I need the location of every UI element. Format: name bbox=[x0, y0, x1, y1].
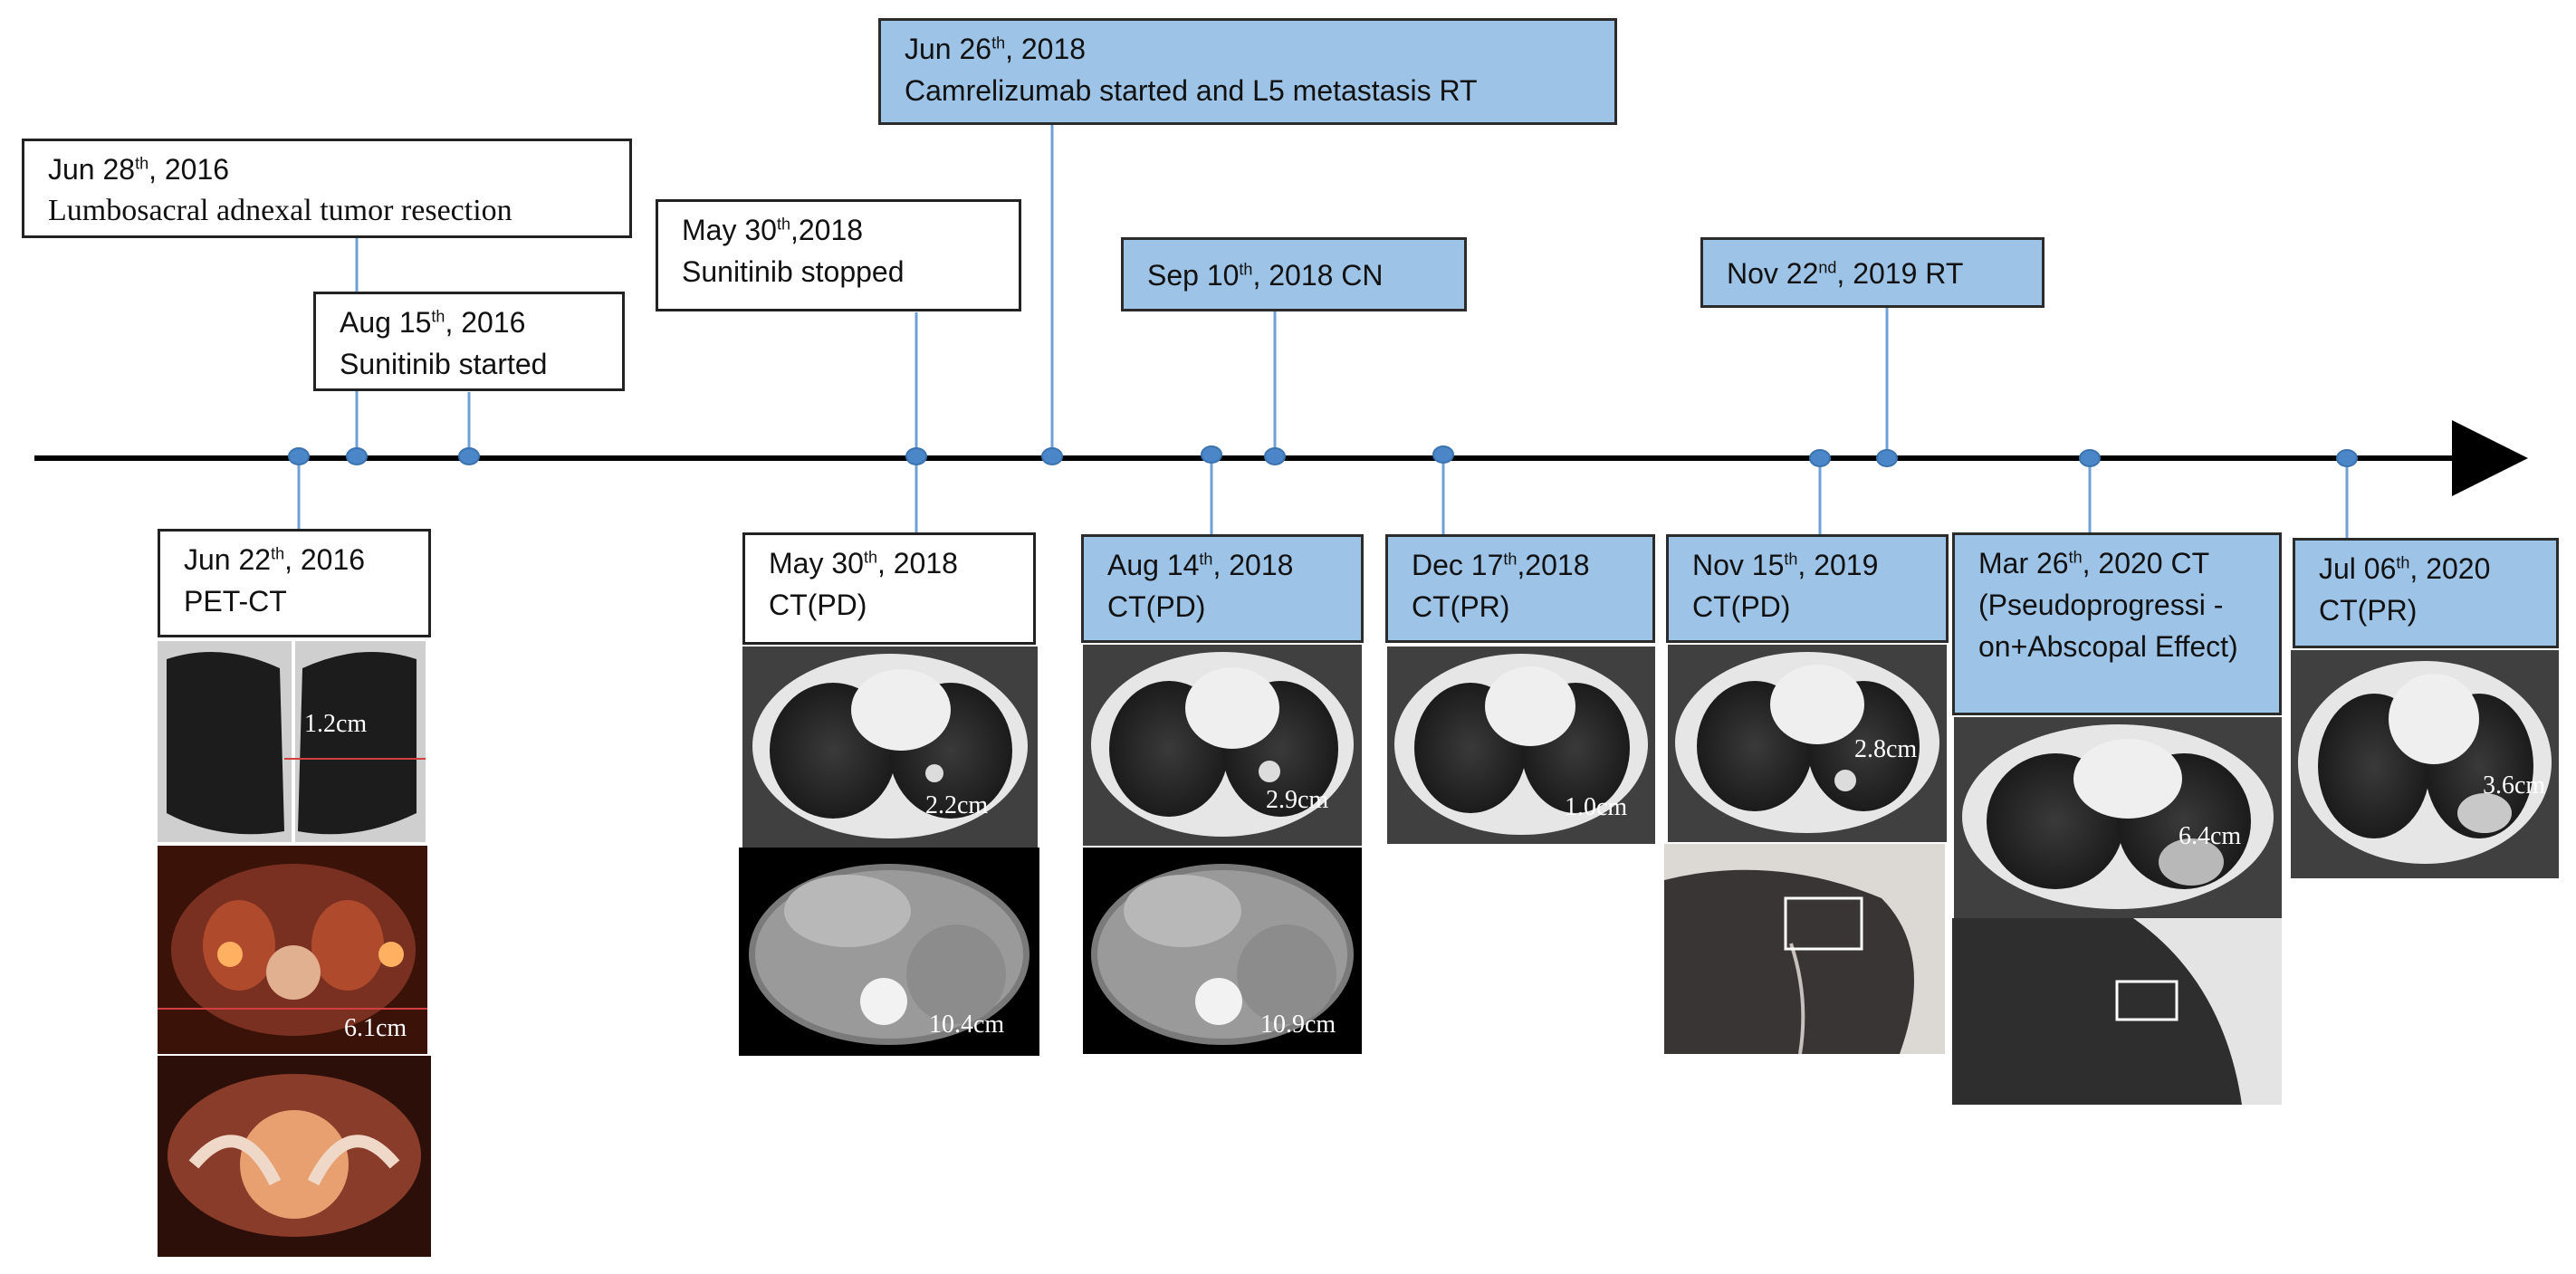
jul-lung-measure: 3.6cm bbox=[2483, 771, 2546, 800]
mar-lung-image bbox=[1954, 717, 2282, 918]
event-dec17-2018: Dec 17th,2018 CT(PR) bbox=[1385, 534, 1655, 643]
pet-abdomen-image bbox=[158, 846, 427, 1054]
mar-zoom-image bbox=[1952, 918, 2282, 1105]
pet-pelvis-image bbox=[158, 1056, 431, 1257]
connectors-up bbox=[355, 125, 1889, 455]
event-jul06-2020: Jul 06th, 2020 CT(PR) bbox=[2293, 538, 2559, 648]
nov-zoom-scan bbox=[1664, 844, 1945, 1054]
event-text: Sunitinib started bbox=[340, 348, 548, 380]
event-jun28-2016: Jun 28th, 2016 Lumbosacral adnexal tumor… bbox=[22, 139, 632, 238]
event-aug15-2016: Aug 15th, 2016 Sunitinib started bbox=[313, 292, 625, 391]
event-text: CT(PR) bbox=[2319, 594, 2418, 627]
pet-lung-measure: 1.2cm bbox=[304, 710, 368, 738]
pet-abdomen-scan: 6.1cm bbox=[158, 846, 427, 1054]
event-text: Lumbosacral adnexal tumor resection bbox=[48, 194, 512, 227]
event-text: Sunitinib stopped bbox=[682, 255, 905, 288]
pet-abdomen-measure: 6.1cm bbox=[344, 1014, 407, 1042]
event-may30-2018-stopped: May 30th,2018 Sunitinib stopped bbox=[656, 199, 1021, 311]
nov-zoom-image bbox=[1664, 844, 1945, 1054]
may-abdomen-image bbox=[739, 848, 1039, 1056]
event-may30-2018-ct: May 30th, 2018 CT(PD) bbox=[742, 532, 1036, 645]
event-text: Camrelizumab started and L5 metastasis R… bbox=[905, 74, 1478, 107]
event-text: (Pseudoprogressi -on+Abscopal Effect) bbox=[1978, 589, 2238, 663]
event-nov15-2019: Nov 15th, 2019 CT(PD) bbox=[1666, 534, 1949, 643]
mar-lung-ct: 6.4cm bbox=[1954, 717, 2282, 918]
event-text: PET-CT bbox=[184, 585, 287, 618]
pet-lung-scan: 1.2cm bbox=[158, 641, 426, 842]
nov-lung-ct: 2.8cm bbox=[1668, 645, 1947, 842]
event-sep10-2018: Sep 10th, 2018 CN bbox=[1121, 237, 1467, 311]
dot-nov15-2019 bbox=[1809, 449, 1831, 467]
dot-aug14-2018 bbox=[1201, 445, 1222, 464]
mar-lung-measure: 6.4cm bbox=[2179, 822, 2242, 850]
event-mar26-2020: Mar 26th, 2020 CT (Pseudoprogressi -on+A… bbox=[1952, 532, 2282, 715]
dot-jun28-2016 bbox=[346, 447, 368, 465]
event-jun22-2016: Jun 22th, 2016 PET-CT bbox=[158, 529, 431, 637]
dot-jul06-2020 bbox=[2336, 449, 2358, 467]
aug-abdomen-measure: 10.9cm bbox=[1260, 1011, 1336, 1039]
event-text: CT(PD) bbox=[769, 589, 867, 621]
may-abdomen-measure: 10.4cm bbox=[929, 1011, 1005, 1039]
dot-dec17-2018 bbox=[1432, 445, 1454, 464]
aug-lung-ct: 2.9cm bbox=[1083, 645, 1362, 846]
event-nov22-2019: Nov 22nd, 2019 RT bbox=[1700, 237, 2045, 308]
event-jun26-2018: Jun 26th, 2018 Camrelizumab started and … bbox=[878, 18, 1617, 125]
aug-lung-measure: 2.9cm bbox=[1266, 786, 1329, 814]
pet-lung-image bbox=[158, 641, 426, 842]
may-lung-measure: 2.2cm bbox=[925, 791, 989, 819]
dot-jun26-2018 bbox=[1041, 447, 1063, 465]
nov-lung-measure: 2.8cm bbox=[1854, 735, 1918, 763]
dot-mar26-2020 bbox=[2079, 449, 2101, 467]
dec-lung-ct: 1.0cm bbox=[1387, 647, 1655, 844]
connectors-down bbox=[297, 455, 2349, 538]
dot-nov22-2019 bbox=[1876, 449, 1898, 467]
event-aug14-2018: Aug 14th, 2018 CT(PD) bbox=[1081, 534, 1364, 643]
may-lung-image bbox=[742, 647, 1038, 848]
pet-pelvis-scan bbox=[158, 1056, 431, 1257]
dot-may30-2018 bbox=[905, 447, 927, 465]
dec-lung-measure: 1.0cm bbox=[1565, 793, 1628, 821]
aug-abdomen-ct: 10.9cm bbox=[1083, 848, 1362, 1054]
may-lung-ct: 2.2cm bbox=[742, 647, 1038, 848]
event-text: CT(PD) bbox=[1107, 590, 1206, 623]
aug-lung-image bbox=[1083, 645, 1362, 846]
event-text: CT(PR) bbox=[1412, 590, 1510, 623]
may-abdomen-ct: 10.4cm bbox=[739, 848, 1039, 1056]
jul-lung-ct: 3.6cm bbox=[2291, 650, 2559, 878]
nov-lung-image bbox=[1668, 645, 1947, 842]
timeline-dots bbox=[288, 445, 2358, 467]
dot-sep10-2018 bbox=[1264, 447, 1286, 465]
jul-lung-image bbox=[2291, 650, 2559, 878]
mar-zoom-scan bbox=[1952, 918, 2282, 1105]
dot-aug15-2016 bbox=[458, 447, 480, 465]
event-text: CT(PD) bbox=[1692, 590, 1791, 623]
dot-jun22-2016 bbox=[288, 447, 310, 465]
aug-abdomen-image bbox=[1083, 848, 1362, 1054]
dec-lung-image bbox=[1387, 647, 1655, 844]
